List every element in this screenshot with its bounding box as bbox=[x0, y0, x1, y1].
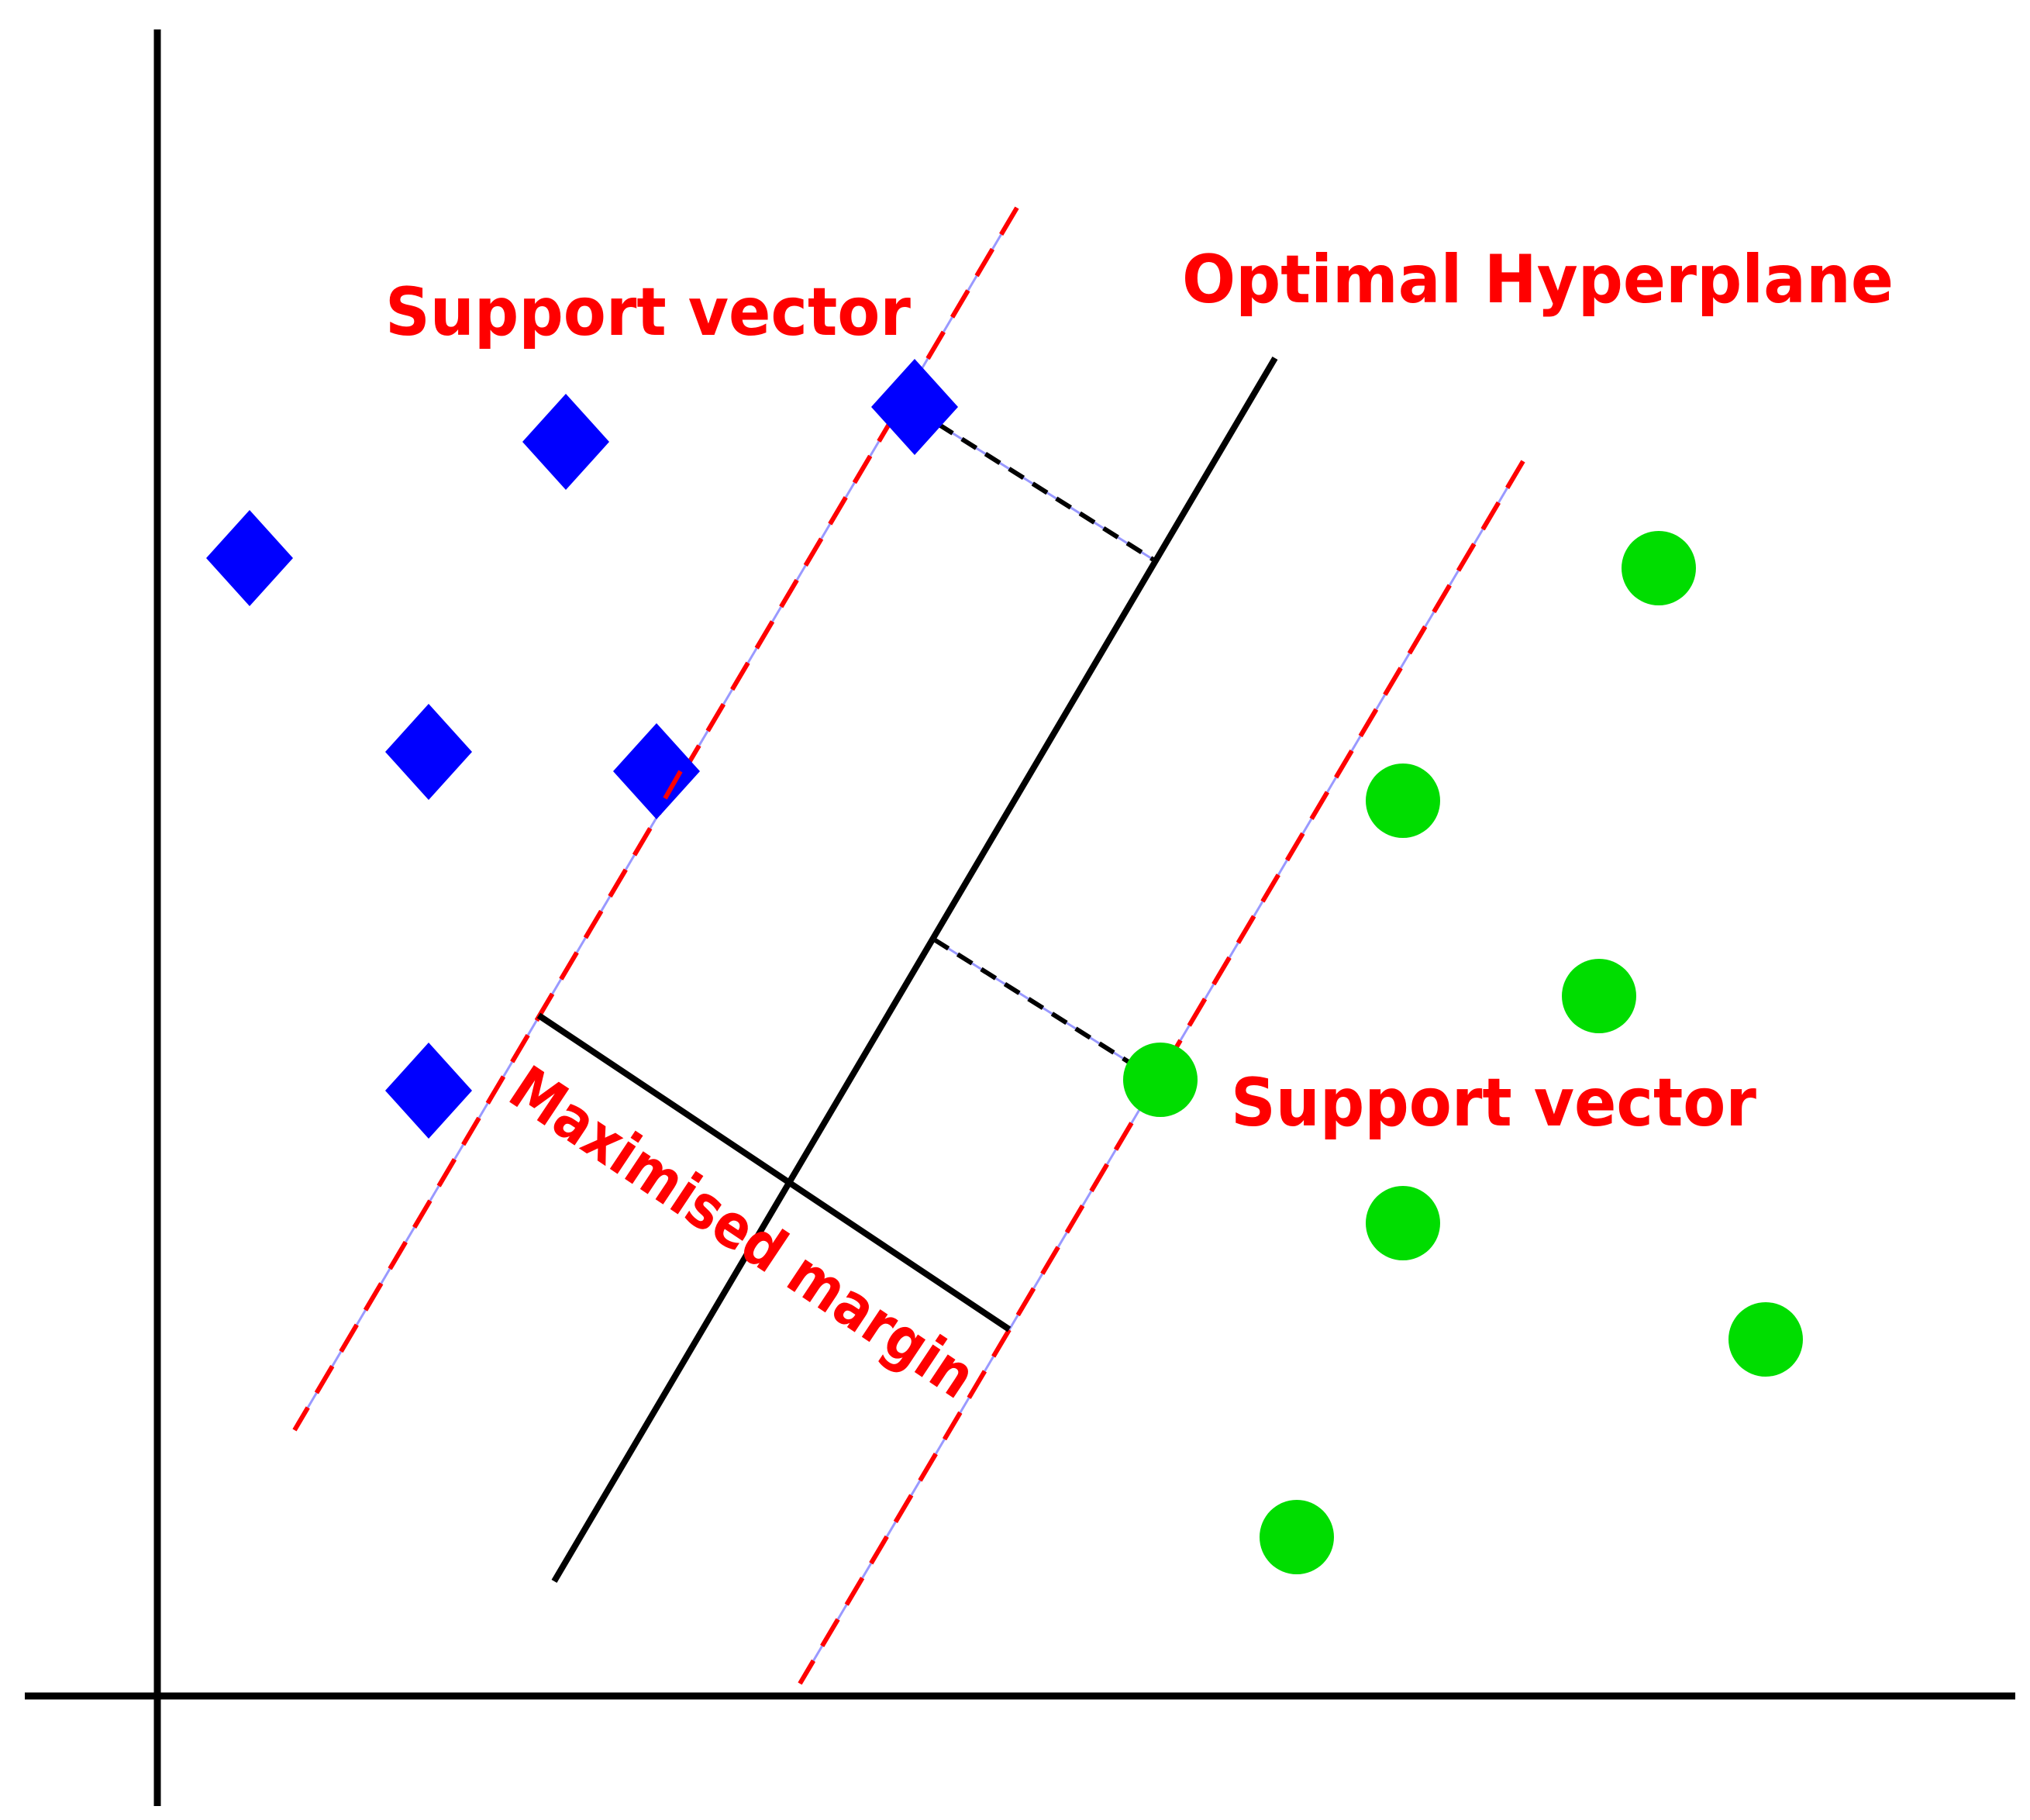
circle-point bbox=[1366, 1186, 1440, 1260]
diamond-point bbox=[522, 394, 609, 490]
optimal-hyperplane-line bbox=[551, 356, 1278, 1584]
support-vector-label-bottom: Support vector bbox=[1231, 1064, 1757, 1142]
distance-line-top bbox=[913, 407, 1155, 562]
margin-dash-overlay bbox=[663, 770, 683, 800]
class-a-points bbox=[206, 359, 958, 1139]
circle-point bbox=[1562, 959, 1636, 1033]
diamond-point bbox=[613, 723, 700, 819]
distance-line-bottom bbox=[932, 937, 1149, 1076]
circle-point bbox=[1622, 531, 1696, 605]
circle-point bbox=[1728, 1302, 1803, 1377]
support-vector-label-top: Support vector bbox=[385, 274, 912, 351]
axes bbox=[25, 29, 2015, 1806]
circle-point bbox=[1123, 1043, 1198, 1117]
circle-point bbox=[1260, 1500, 1334, 1574]
maximised-margin-label: Maximised margin bbox=[497, 1053, 987, 1412]
diamond-point bbox=[385, 1043, 472, 1139]
diamond-point bbox=[871, 359, 958, 455]
optimal-hyperplane-label: Optimal Hyperplane bbox=[1182, 241, 1894, 319]
diamond-point bbox=[385, 704, 472, 800]
margin-width-line bbox=[536, 1012, 1012, 1332]
class-b-points bbox=[1123, 531, 1803, 1574]
circle-point bbox=[1366, 764, 1440, 838]
diamond-point bbox=[206, 510, 293, 606]
